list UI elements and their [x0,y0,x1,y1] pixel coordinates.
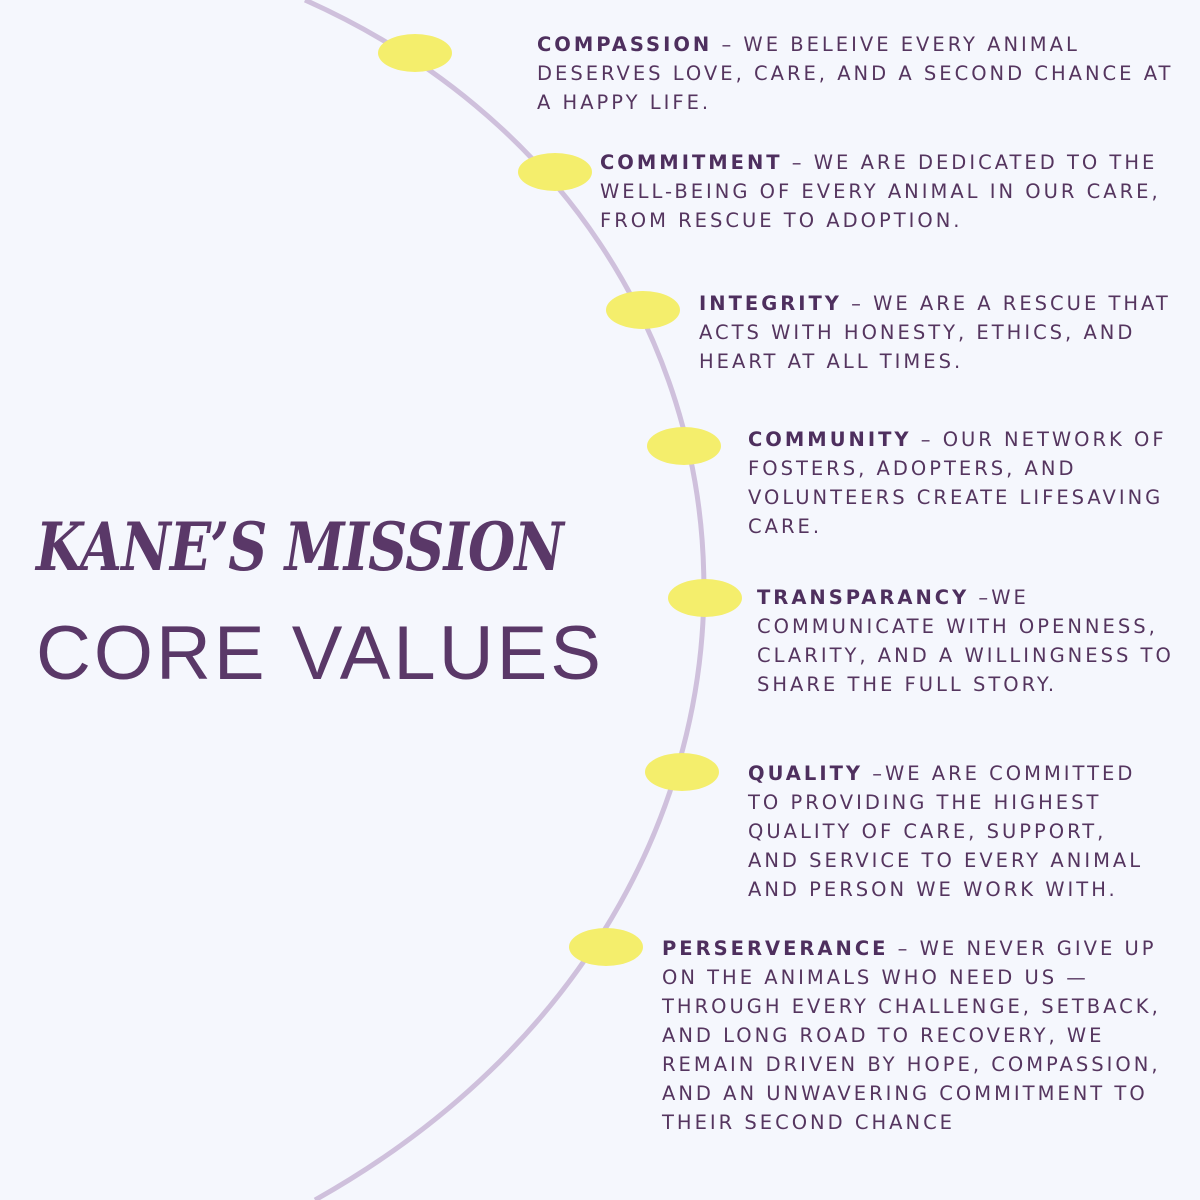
value-separator: – [969,586,992,609]
value-description: WE ARE DEDICATED TO THE WELL-BEING OF EV… [600,151,1161,232]
value-name: COMMUNITY [748,428,912,451]
value-integrity: INTEGRITY – WE ARE A RESCUE THAT ACTS WI… [699,289,1179,376]
timeline-dot-perserverance [569,928,643,966]
value-name: INTEGRITY [699,292,842,315]
value-perserverance: PERSERVERANCE – WE NEVER GIVE UP ON THE … [662,934,1172,1137]
value-commitment: COMMITMENT – WE ARE DEDICATED TO THE WEL… [600,148,1190,235]
value-compassion: COMPASSION – WE BELEIVE EVERY ANIMAL DES… [537,30,1177,117]
timeline-dot-transparancy [668,579,742,617]
value-separator: – [911,428,943,451]
value-description: WE ARE A RESCUE THAT ACTS WITH HONESTY, … [699,292,1171,373]
timeline-dot-commitment [518,153,592,191]
value-name: QUALITY [748,762,864,785]
value-name: PERSERVERANCE [662,937,889,960]
page-title: KANE’S MISSION [36,508,564,586]
timeline-dot-quality [645,753,719,791]
value-quality: QUALITY –WE ARE COMMITTED TO PROVIDING T… [748,759,1163,904]
value-description: WE ARE COMMITTED TO PROVIDING THE HIGHES… [748,762,1144,901]
timeline-arc [303,0,707,1200]
value-description: OUR NETWORK OF FOSTERS, ADOPTERS, AND VO… [748,428,1167,538]
value-name: COMMITMENT [600,151,783,174]
value-name: COMPASSION [537,33,713,56]
timeline-dot-integrity [606,291,680,329]
timeline-dot-community [647,427,721,465]
value-transparancy: TRANSPARANCY –WE COMMUNICATE WITH OPENNE… [757,583,1192,699]
value-description: WE BELEIVE EVERY ANIMAL DESERVES LOVE, C… [537,33,1174,114]
value-description: WE COMMUNICATE WITH OPENNESS, CLARITY, A… [757,586,1174,696]
value-separator: – [782,151,814,174]
value-separator: – [841,292,874,315]
page-subtitle: CORE VALUES [36,611,604,696]
value-community: COMMUNITY – OUR NETWORK OF FOSTERS, ADOP… [748,425,1188,541]
timeline-dot-compassion [378,34,452,72]
value-name: TRANSPARANCY [757,586,970,609]
value-separator: – [863,762,885,785]
value-separator: – [888,937,920,960]
value-description: WE NEVER GIVE UP ON THE ANIMALS WHO NEED… [662,937,1161,1134]
value-separator: – [712,33,744,56]
